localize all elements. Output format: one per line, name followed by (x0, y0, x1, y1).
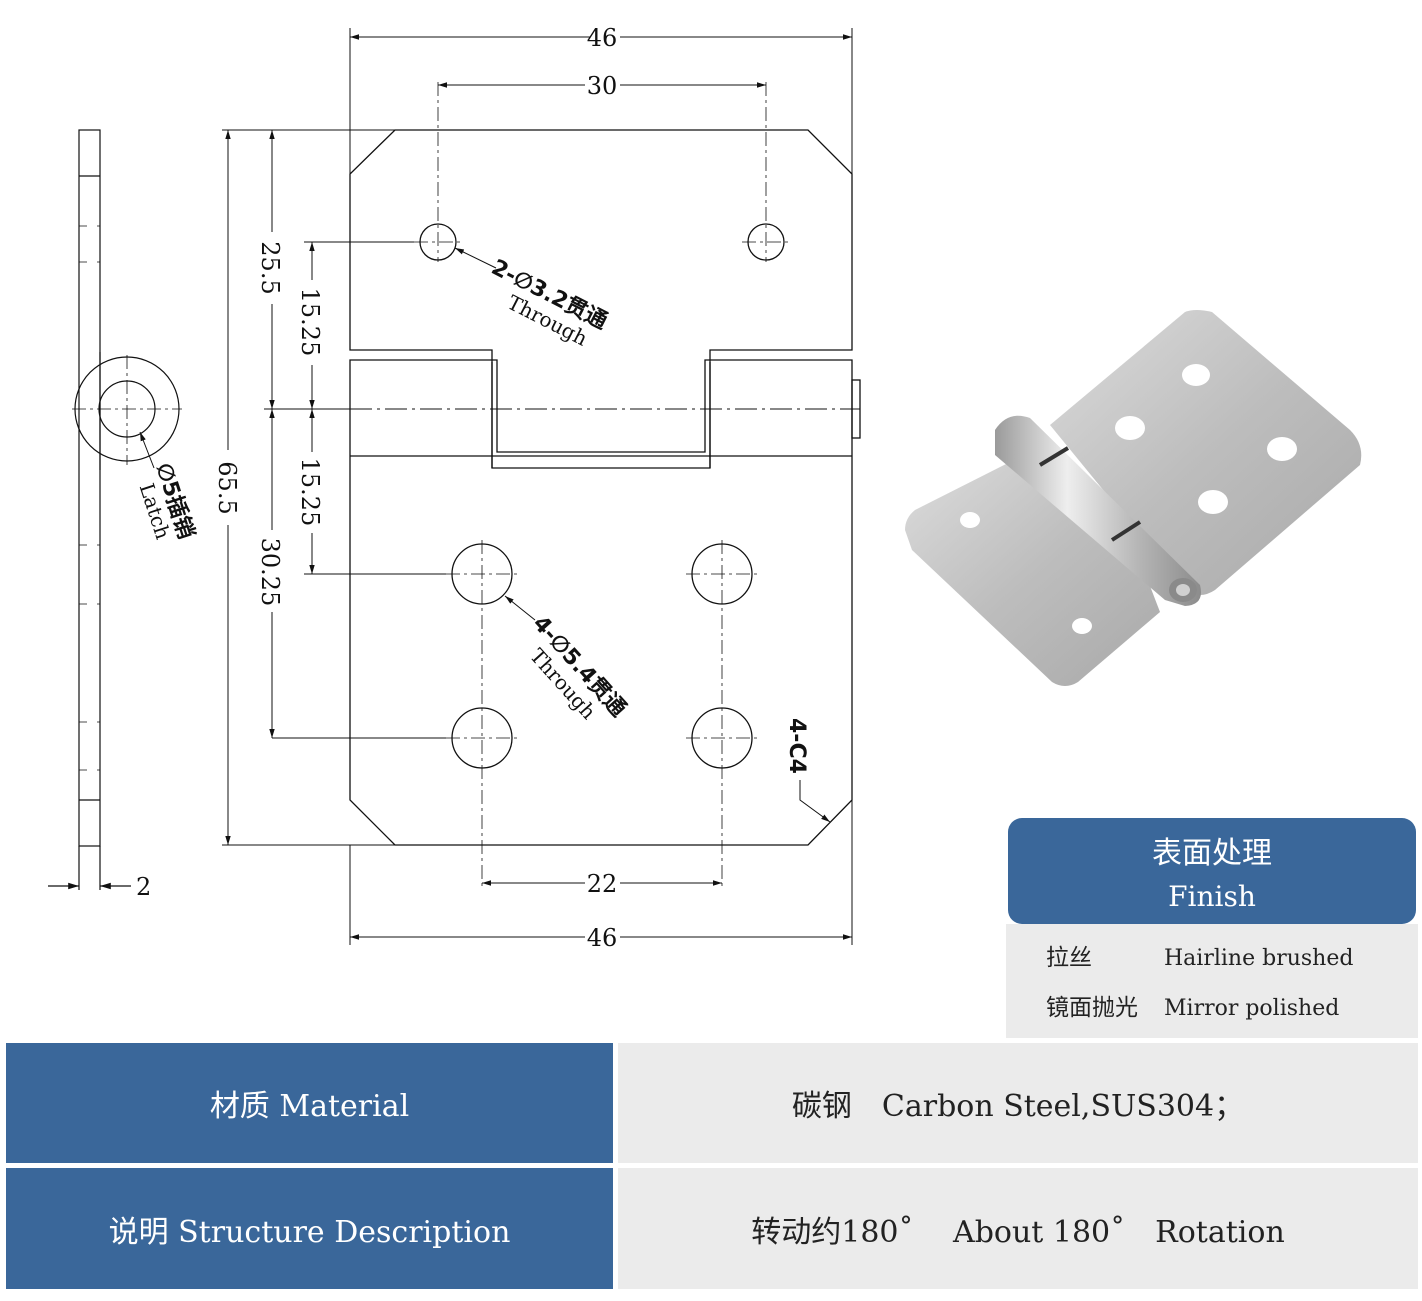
spec-table: 材质 Material 碳钢 Carbon Steel,SUS304； 说明 S… (6, 1043, 1418, 1289)
hole-spacing-top-dim: 30 (587, 72, 618, 100)
finish-option: 镜面抛光 Mirror polished (1046, 988, 1339, 1022)
structure-value: 转动约180˚ About 180˚ Rotation (618, 1168, 1418, 1289)
finish-option-zh: 镜面抛光 (1046, 995, 1138, 1021)
finish-header: 表面处理 Finish (1008, 818, 1416, 924)
front-view (349, 82, 861, 888)
finish-title-en: Finish (1168, 880, 1256, 913)
material-value: 碳钢 Carbon Steel,SUS304； (618, 1043, 1418, 1163)
top-hole-to-pin-dim: 25.5 (256, 241, 284, 294)
finish-option-en: Mirror polished (1164, 996, 1340, 1021)
side-view (48, 129, 182, 890)
structure-label: 说明 Structure Description (6, 1168, 613, 1289)
width-top-dim: 46 (587, 24, 618, 52)
technical-drawing: 2 ∅5插销 Latch (48, 24, 1362, 952)
finish-title-zh: 表面处理 (1152, 836, 1272, 871)
dimension-lines (222, 28, 853, 945)
upper-half-dim: 15.25 (296, 288, 324, 357)
material-label: 材质 Material (6, 1043, 613, 1163)
lower-half-dim: 15.25 (296, 458, 324, 527)
chamfer-note: 4-C4 (784, 718, 809, 774)
total-height-dim: 65.5 (213, 461, 241, 514)
lower-hole-spacing-dim: 22 (587, 870, 618, 898)
finish-option: 拉丝 Hairline brushed (1046, 938, 1353, 972)
thickness-dim: 2 (136, 873, 151, 901)
width-bottom-dim: 46 (587, 924, 618, 952)
hinge-product-image (905, 310, 1362, 686)
finish-panel: 表面处理 Finish 拉丝 Hairline brushed 镜面抛光 Mirro… (1006, 818, 1418, 1038)
finish-option-zh: 拉丝 (1046, 945, 1092, 971)
pin-to-lower-holes-dim: 30.25 (256, 538, 284, 607)
finish-option-en: Hairline brushed (1164, 946, 1354, 971)
finish-options: 拉丝 Hairline brushed 镜面抛光 Mirror polished (1006, 924, 1418, 1038)
